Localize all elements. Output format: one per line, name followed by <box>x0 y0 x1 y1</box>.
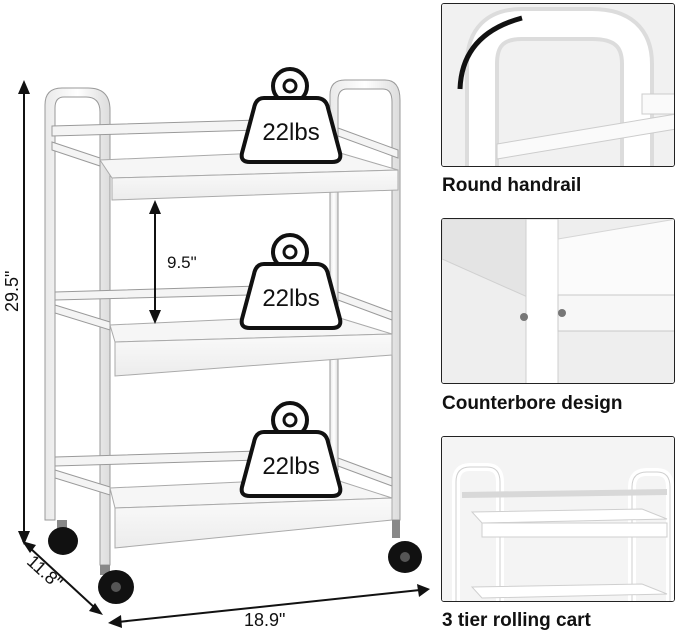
cart-illustration: 29.5" 9.5" 11.8" 18.9" 22lbs 22lbs <box>2 67 430 630</box>
screw-icon <box>558 309 566 317</box>
depth-label: 11.8" <box>23 551 66 593</box>
feature-panel-handrail <box>441 3 675 167</box>
screw-icon <box>520 313 528 321</box>
weight-icon <box>239 96 343 164</box>
feature-panel-counterbore <box>441 218 675 384</box>
width-dimension: 18.9" <box>108 584 430 630</box>
shelf-gap-label: 9.5" <box>167 253 197 272</box>
feature-caption-cart: 3 tier rolling cart <box>442 610 591 631</box>
shelf-gap-dimension: 9.5" <box>149 200 197 324</box>
height-label: 29.5" <box>2 271 22 312</box>
caster-wheels <box>48 520 422 604</box>
width-label: 18.9" <box>244 610 285 630</box>
cart-thumbnail <box>442 437 674 601</box>
feature-caption-counterbore: Counterbore design <box>442 393 623 414</box>
handrail-closeup <box>442 4 674 166</box>
main-product-image: 29.5" 9.5" 11.8" 18.9" 22lbs 22lbs <box>2 67 430 630</box>
capacity-label: 22lbs <box>262 119 319 146</box>
feature-panel-cart <box>441 436 675 602</box>
feature-caption-handrail: Round handrail <box>442 175 582 196</box>
capacity-label: 22lbs <box>262 453 319 480</box>
weight-badge-top: 22lbs <box>239 67 343 164</box>
counterbore-closeup <box>442 219 674 383</box>
height-dimension: 29.5" <box>2 80 30 545</box>
weight-badge-middle: 22lbs <box>239 233 343 330</box>
capacity-label: 22lbs <box>262 285 319 312</box>
weight-icon <box>239 430 343 498</box>
weight-icon <box>239 262 343 330</box>
weight-badge-bottom: 22lbs <box>239 401 343 498</box>
